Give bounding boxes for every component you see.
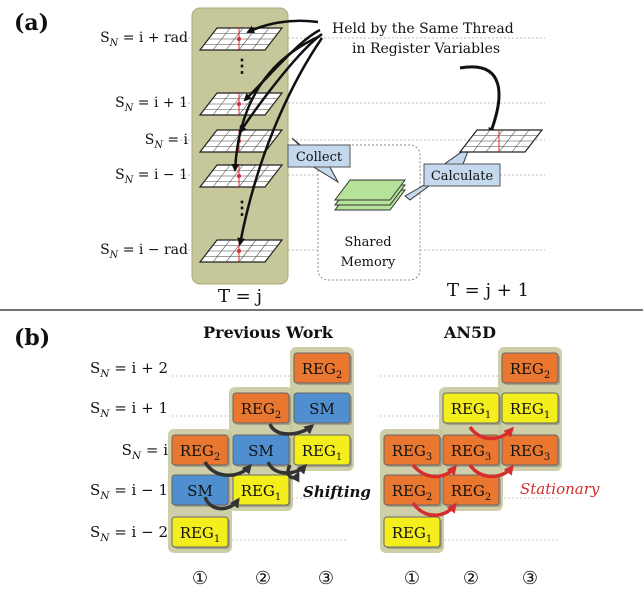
calculate-box: [423, 163, 501, 187]
svg-text:SM: SM: [248, 442, 274, 460]
previous-cell-sm: SM: [232, 434, 291, 467]
previous-cell-reg2: REG2: [171, 434, 230, 467]
svg-text:REG2: REG2: [392, 482, 433, 503]
svg-text:REG2: REG2: [451, 482, 492, 503]
an5d-step-3: ③: [522, 568, 538, 589]
previous-cell-reg1: REG1: [232, 474, 291, 507]
svg-text:REG2: REG2: [302, 360, 343, 381]
collect-label: Collect: [296, 150, 343, 165]
stationary-arrows: [411, 425, 515, 517]
held-to-result-arrow: [459, 65, 501, 136]
level-label-a-0: SN = i + rad: [100, 30, 188, 49]
level-label-a-4: SN = i − 1: [115, 167, 188, 186]
level-label-a-3: SN = i: [145, 132, 189, 151]
previous-work-title: Previous Work: [203, 323, 334, 342]
an5d-cell-reg2: REG2: [383, 474, 442, 507]
level-label-b-3: SN = i − 1: [90, 481, 168, 502]
panel-b-label: (b): [14, 325, 50, 351]
an5d-cell-reg1: REG1: [442, 392, 501, 425]
svg-text:REG1: REG1: [180, 524, 221, 545]
stencil-plane: [198, 239, 284, 263]
stencil-plane: [198, 164, 284, 188]
previous-step-3: ③: [318, 568, 334, 589]
calculate-label: Calculate: [431, 169, 494, 184]
time-label-right: T = j + 1: [447, 280, 529, 301]
previous-cell-reg1: REG1: [293, 434, 352, 467]
shared-memory-sheets: [334, 179, 406, 211]
shared-memory-label-2: Memory: [341, 255, 396, 270]
panel-b-level-labels: SN = i + 2 SN = i + 1 SN = i SN = i − 1 SN =…: [90, 359, 168, 544]
level-label-b-1: SN = i + 1: [90, 399, 168, 420]
an5d-step-1: ①: [404, 568, 420, 589]
svg-text:REG3: REG3: [451, 442, 492, 463]
stencil-plane-stack: ⋮⋮: [198, 27, 284, 263]
svg-text:REG1: REG1: [510, 400, 551, 421]
svg-text:REG3: REG3: [510, 442, 551, 463]
previous-cell-reg1: REG1: [171, 516, 230, 549]
an5d-title: AN5D: [443, 323, 496, 342]
level-label-b-4: SN = i − 2: [90, 523, 168, 544]
level-label-a-6: SN = i − rad: [100, 242, 188, 261]
svg-text:REG1: REG1: [302, 442, 343, 463]
previous-cell-sm: SM: [171, 474, 230, 507]
an5d-cell-reg2: REG2: [501, 352, 560, 385]
previous-step-1: ①: [192, 568, 208, 589]
svg-text:REG1: REG1: [451, 400, 492, 421]
shifting-label: Shifting: [303, 483, 371, 501]
previous-step-2: ②: [255, 568, 271, 589]
stationary-label: Stationary: [520, 480, 600, 498]
stencil-plane: [198, 92, 284, 116]
an5d-cell-reg3: REG3: [501, 434, 560, 467]
level-label-a-2: SN = i + 1: [115, 95, 188, 114]
an5d-cell-reg2: REG2: [442, 474, 501, 507]
svg-text:SM: SM: [187, 482, 213, 500]
step-markers: ① ② ③ ① ② ③: [192, 568, 538, 589]
panel-a-label: (a): [14, 10, 49, 36]
svg-text:REG2: REG2: [180, 442, 221, 463]
svg-text:REG3: REG3: [392, 442, 433, 463]
shared-memory-box: [317, 144, 421, 281]
ellipsis-vertical: ⋮: [233, 56, 251, 77]
svg-text:REG2: REG2: [510, 360, 551, 381]
svg-text:REG1: REG1: [241, 482, 282, 503]
collect-box: [287, 144, 351, 168]
result-plane: [458, 129, 544, 153]
an5d-cell-reg3: REG3: [442, 434, 501, 467]
previous-cell-reg2: REG2: [293, 352, 352, 385]
an5d-cell-reg3: REG3: [383, 434, 442, 467]
time-label-left: T = j: [218, 286, 262, 307]
held-note-line1: Held by the Same Thread: [332, 21, 514, 37]
panel-a-level-labels: SN = i + rad SN = i + 1 SN = i SN = i − 1 SN…: [100, 30, 188, 261]
stencil-plane: [198, 27, 284, 51]
level-label-b-2: SN = i: [122, 441, 169, 462]
svg-text:REG2: REG2: [241, 400, 282, 421]
shared-memory-label-1: Shared: [344, 235, 391, 250]
an5d-cell-reg1: REG1: [383, 516, 442, 549]
level-label-b-0: SN = i + 2: [90, 359, 168, 380]
an5d-step-2: ②: [463, 568, 479, 589]
previous-cell-reg2: REG2: [232, 392, 291, 425]
shifting-arrows: [203, 423, 315, 511]
svg-text:REG1: REG1: [392, 524, 433, 545]
an5d-cell-reg1: REG1: [501, 392, 560, 425]
previous-cell-sm: SM: [293, 392, 352, 425]
svg-text:SM: SM: [309, 400, 335, 418]
held-note-line2: in Register Variables: [352, 41, 500, 57]
held-arrows: [231, 19, 324, 246]
